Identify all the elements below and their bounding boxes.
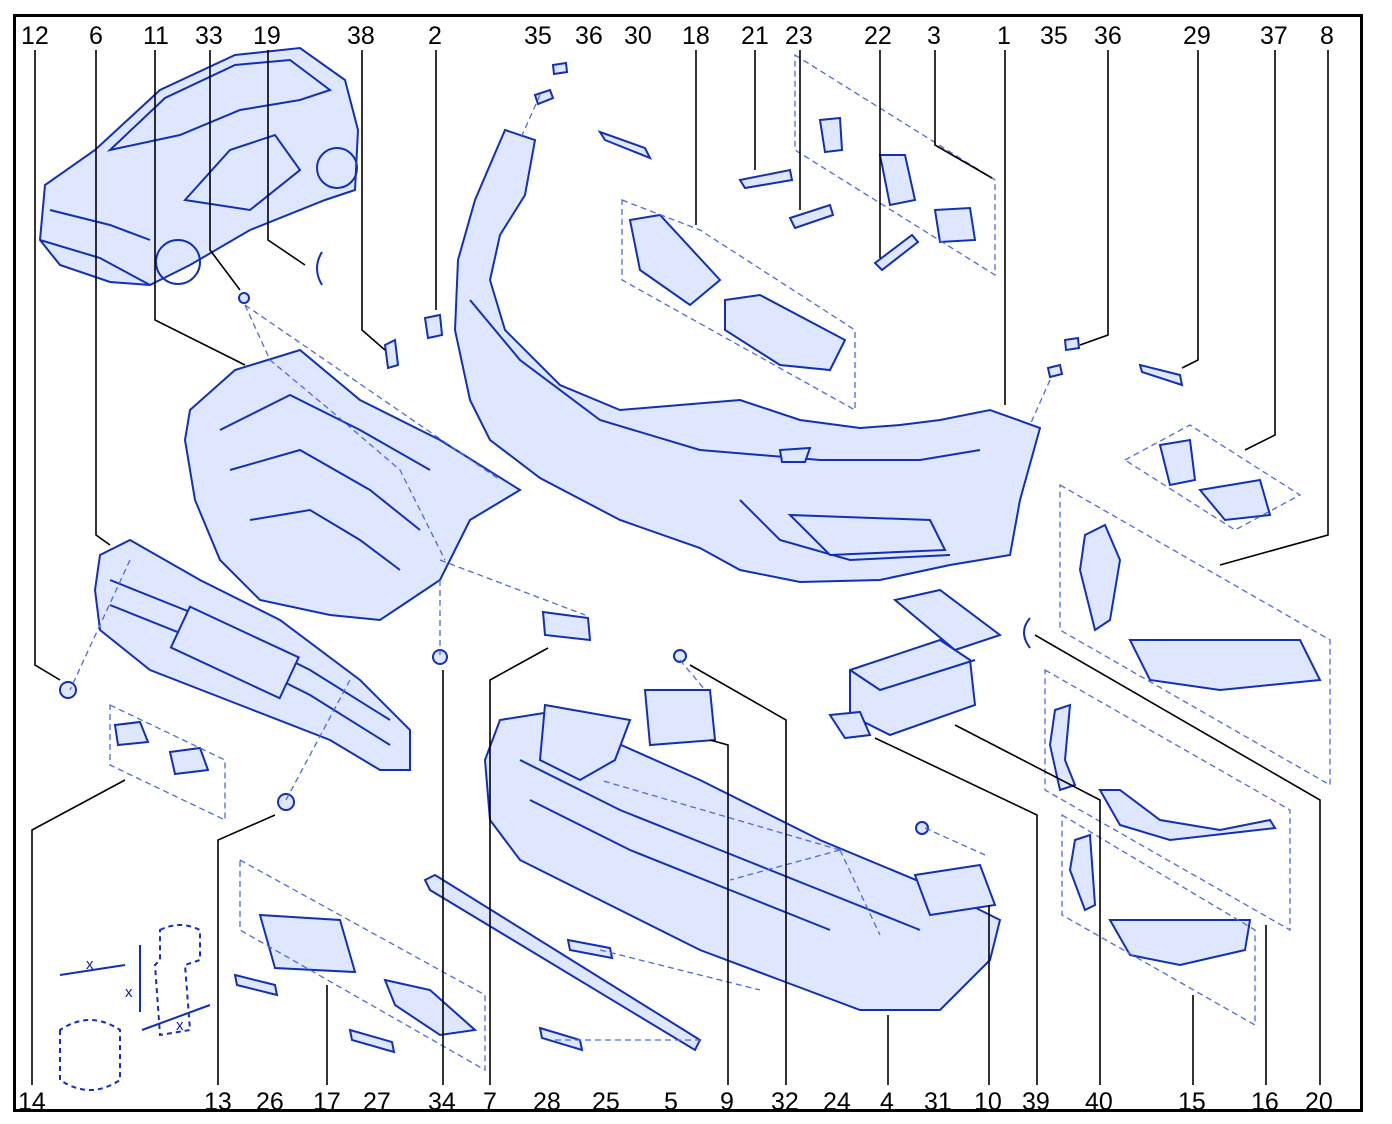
label-top-17: 35 [1040,22,1068,50]
dimension-mark-2: x [125,984,133,1001]
label-top-10: 30 [624,22,652,50]
label-bottom-11: 9 [720,1088,734,1116]
brackets-right [1048,438,1322,967]
bumper-cover [453,128,1042,584]
label-top-9: 36 [575,22,603,50]
label-bottom-4: 17 [313,1088,341,1116]
label-bottom-7: 7 [483,1088,497,1116]
label-bottom-8: 28 [533,1088,561,1116]
label-top-11: 18 [682,22,710,50]
label-bottom-16: 10 [974,1088,1002,1116]
label-bottom-9: 25 [592,1088,620,1116]
label-bottom-19: 15 [1178,1088,1206,1116]
label-top-12: 21 [741,22,769,50]
upper-brackets [628,116,977,372]
dimension-mark-1: x [86,956,94,973]
dimension-mark-3: x [176,1017,184,1034]
label-bottom-18: 40 [1085,1088,1113,1116]
label-top-20: 37 [1260,22,1288,50]
label-top-19: 29 [1183,22,1211,50]
label-top-14: 22 [864,22,892,50]
undertray [483,710,1002,1011]
kit-box [849,588,1003,737]
label-bottom-15: 31 [924,1088,952,1116]
dashed-groups [69,53,1331,1072]
small-parts [59,61,1184,1054]
label-top-6: 38 [347,22,375,50]
label-top-15: 3 [927,22,941,50]
label-top-16: 1 [997,22,1011,50]
label-bottom-3: 26 [256,1088,284,1116]
label-top-7: 2 [428,22,442,50]
dimension-detail [59,924,211,1091]
leader-lines [31,50,1329,1085]
label-bottom-20: 16 [1251,1088,1279,1116]
label-top-2: 6 [89,22,103,50]
label-bottom-17: 39 [1022,1088,1050,1116]
front-grille [93,538,411,771]
label-top-13: 23 [785,22,813,50]
label-bottom-13: 24 [823,1088,851,1116]
label-bottom-5: 27 [363,1088,391,1116]
label-top-18: 36 [1094,22,1122,50]
label-top-21: 8 [1320,22,1334,50]
label-top-1: 12 [21,22,49,50]
car-illustration [38,46,360,287]
label-top-5: 19 [253,22,281,50]
label-bottom-21: 20 [1305,1088,1333,1116]
radiator-support [183,348,522,622]
label-bottom-12: 32 [771,1088,799,1116]
label-bottom-14: 4 [880,1088,894,1116]
label-bottom-10: 5 [664,1088,678,1116]
label-bottom-6: 34 [428,1088,456,1116]
label-top-4: 33 [195,22,223,50]
label-top-3: 11 [143,22,169,50]
label-bottom-1: 14 [18,1088,46,1116]
lower-beam [423,873,702,1052]
label-top-8: 35 [524,22,552,50]
label-bottom-2: 13 [204,1088,232,1116]
